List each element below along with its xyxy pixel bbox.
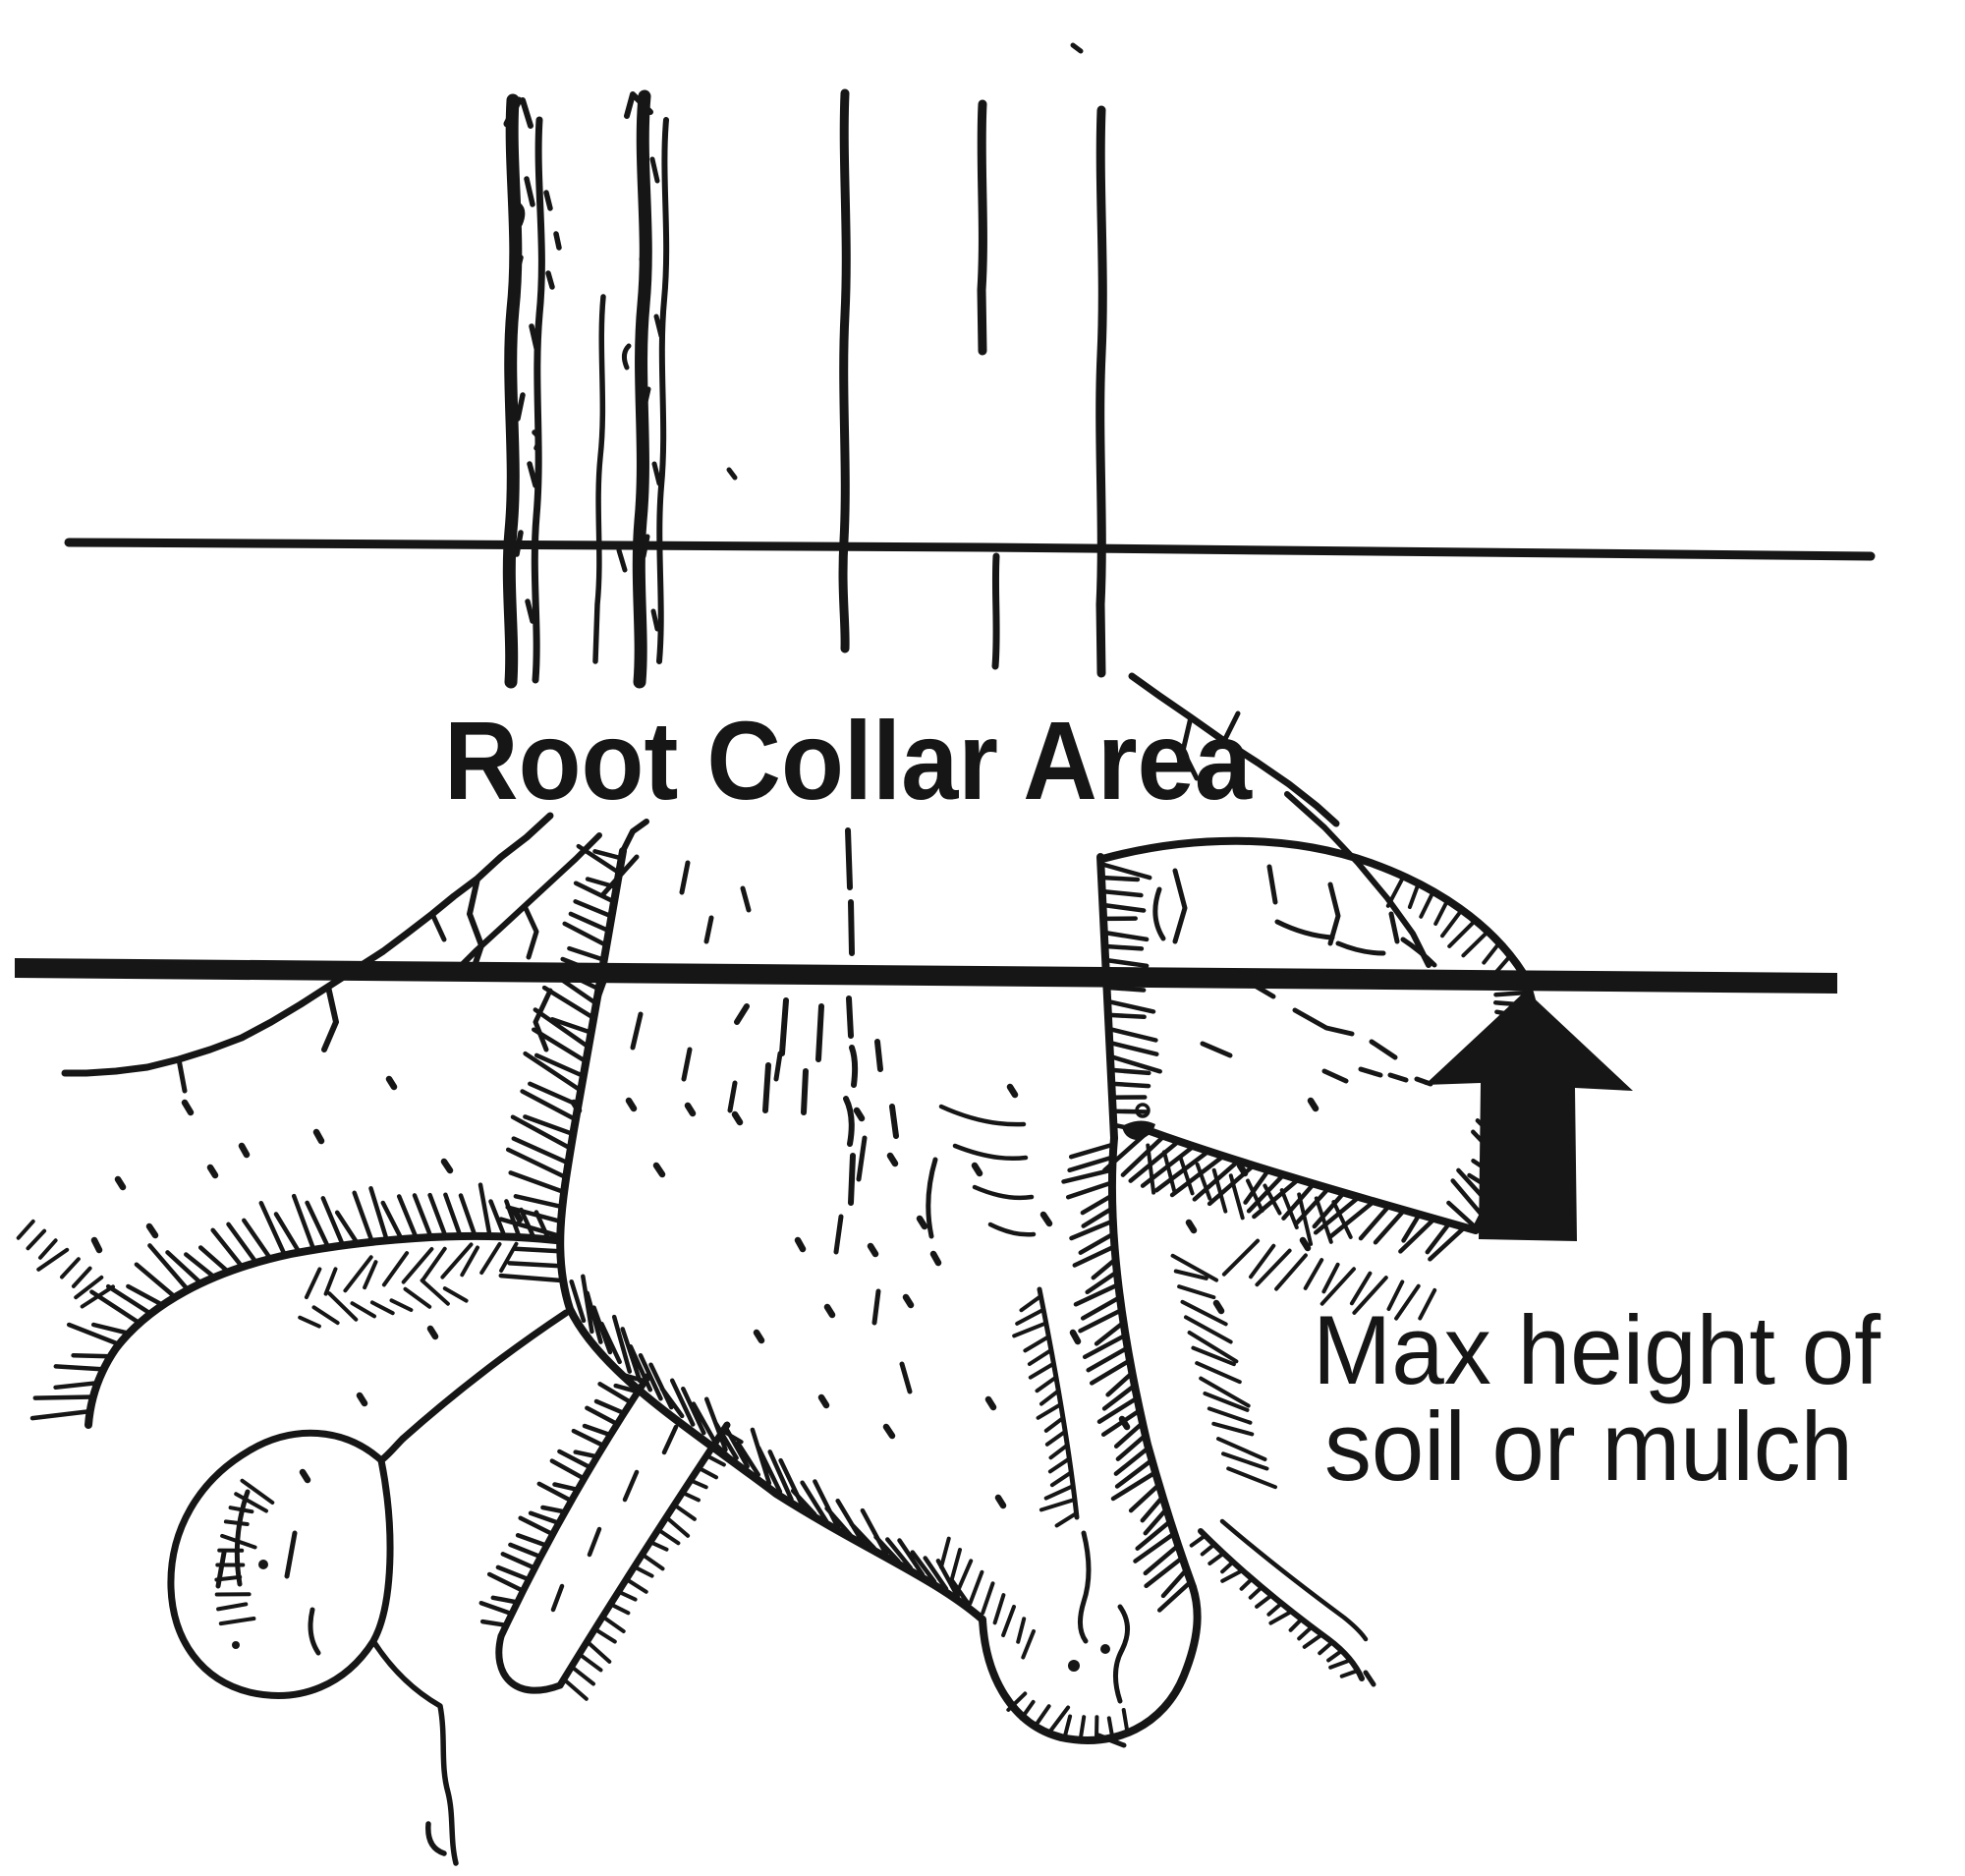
central-root-finger [833, 853, 1277, 1748]
max-soil-height-line [15, 958, 1837, 994]
soil-speckles [90, 1075, 1319, 1509]
trunk-center-crack [734, 827, 899, 1206]
root-flare-sketch [16, 672, 1542, 1866]
trunk-bark-line-1 [502, 93, 523, 689]
up-arrow-icon [1425, 991, 1633, 1241]
thin-root [478, 1372, 744, 1701]
trunk-bark-line-2 [632, 89, 652, 689]
left-root-bottom-edge [399, 1309, 570, 1443]
left-root-cracks [61, 812, 783, 1113]
max-height-label-line2: soil or mulch [1324, 1392, 1853, 1501]
soil-surface-line [64, 538, 1876, 561]
right-root-cracks [1128, 672, 1437, 1087]
left-root-tip [167, 1429, 407, 1699]
trunk-line-3 [838, 88, 851, 654]
tree-trunk-lines [502, 42, 1107, 689]
bottom-right-rootlet [1189, 1518, 1376, 1687]
root-collar-title: Root Collar Area [444, 699, 1253, 823]
max-height-label-line1: Max height of [1313, 1295, 1881, 1404]
trunk-left-ridge [556, 847, 986, 1623]
trunk-line-5 [1095, 105, 1107, 678]
central-root-tip [979, 1583, 1202, 1744]
